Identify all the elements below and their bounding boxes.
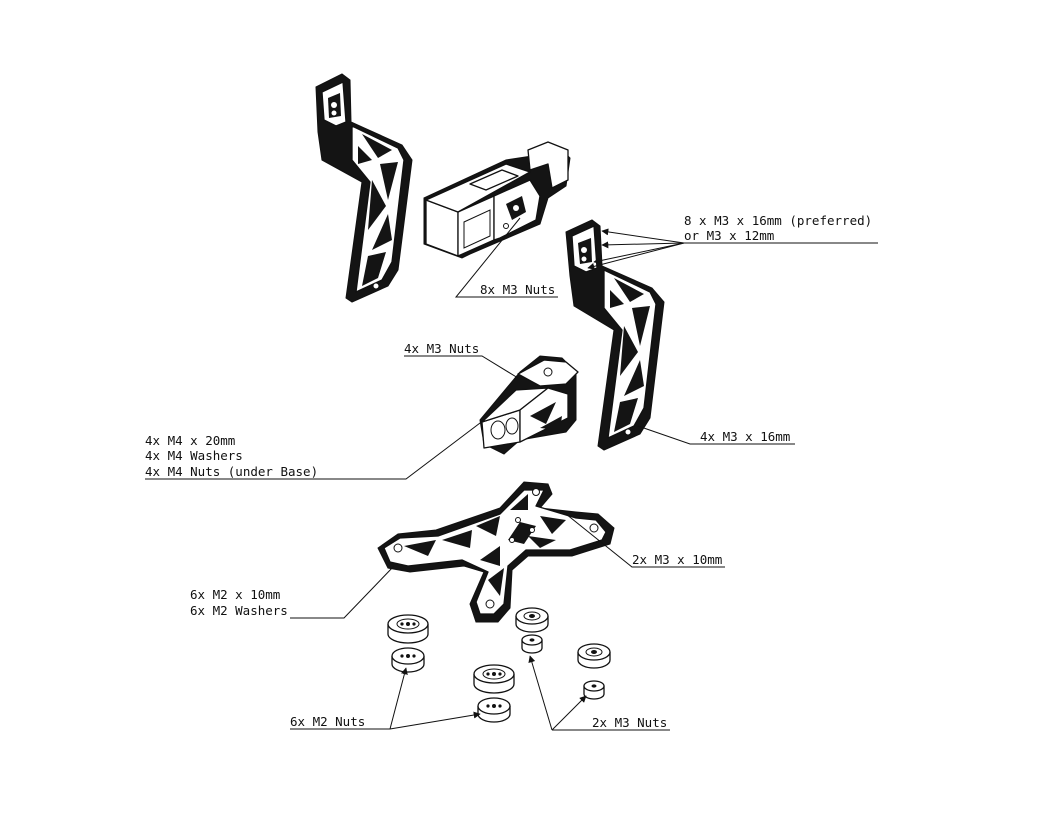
label-mount-nuts: 8x M3 Nuts bbox=[480, 282, 555, 297]
label-m2-nuts: 6x M2 Nuts bbox=[290, 714, 365, 729]
leader-lines bbox=[145, 217, 878, 731]
label-base-3: 4x M4 Nuts (under Base) bbox=[145, 464, 318, 479]
camera-mount-block bbox=[423, 141, 571, 259]
m2-standoff-2 bbox=[473, 664, 515, 694]
label-arm-screws-lower: 4x M3 x 16mm bbox=[700, 429, 790, 444]
label-standoff-2: 6x M2 Washers bbox=[190, 603, 288, 618]
label-arm-screws-2: or M3 x 12mm bbox=[684, 228, 774, 243]
m3-standoff-2 bbox=[577, 643, 611, 669]
m2-nut-2 bbox=[477, 697, 511, 723]
m3-nut-1 bbox=[521, 634, 543, 654]
m3-standoff-1 bbox=[515, 607, 549, 633]
label-base-2: 4x M4 Washers bbox=[145, 448, 243, 463]
label-standoff-1: 6x M2 x 10mm bbox=[190, 587, 280, 602]
label-arm-screws-1: 8 x M3 x 16mm (preferred) bbox=[684, 213, 872, 228]
left-arm-bracket bbox=[315, 73, 413, 303]
base-frame bbox=[377, 481, 615, 623]
m3-nut-2 bbox=[583, 680, 605, 700]
m2-nut-1 bbox=[391, 647, 425, 673]
right-arm-bracket bbox=[565, 219, 665, 451]
m2-standoff-1 bbox=[387, 614, 429, 644]
label-m3-nuts: 2x M3 Nuts bbox=[592, 715, 667, 730]
label-clamp-nuts: 4x M3 Nuts bbox=[404, 341, 479, 356]
label-frame-screws: 2x M3 x 10mm bbox=[632, 552, 722, 567]
label-base-1: 4x M4 x 20mm bbox=[145, 433, 235, 448]
arm-clamp bbox=[479, 355, 579, 455]
